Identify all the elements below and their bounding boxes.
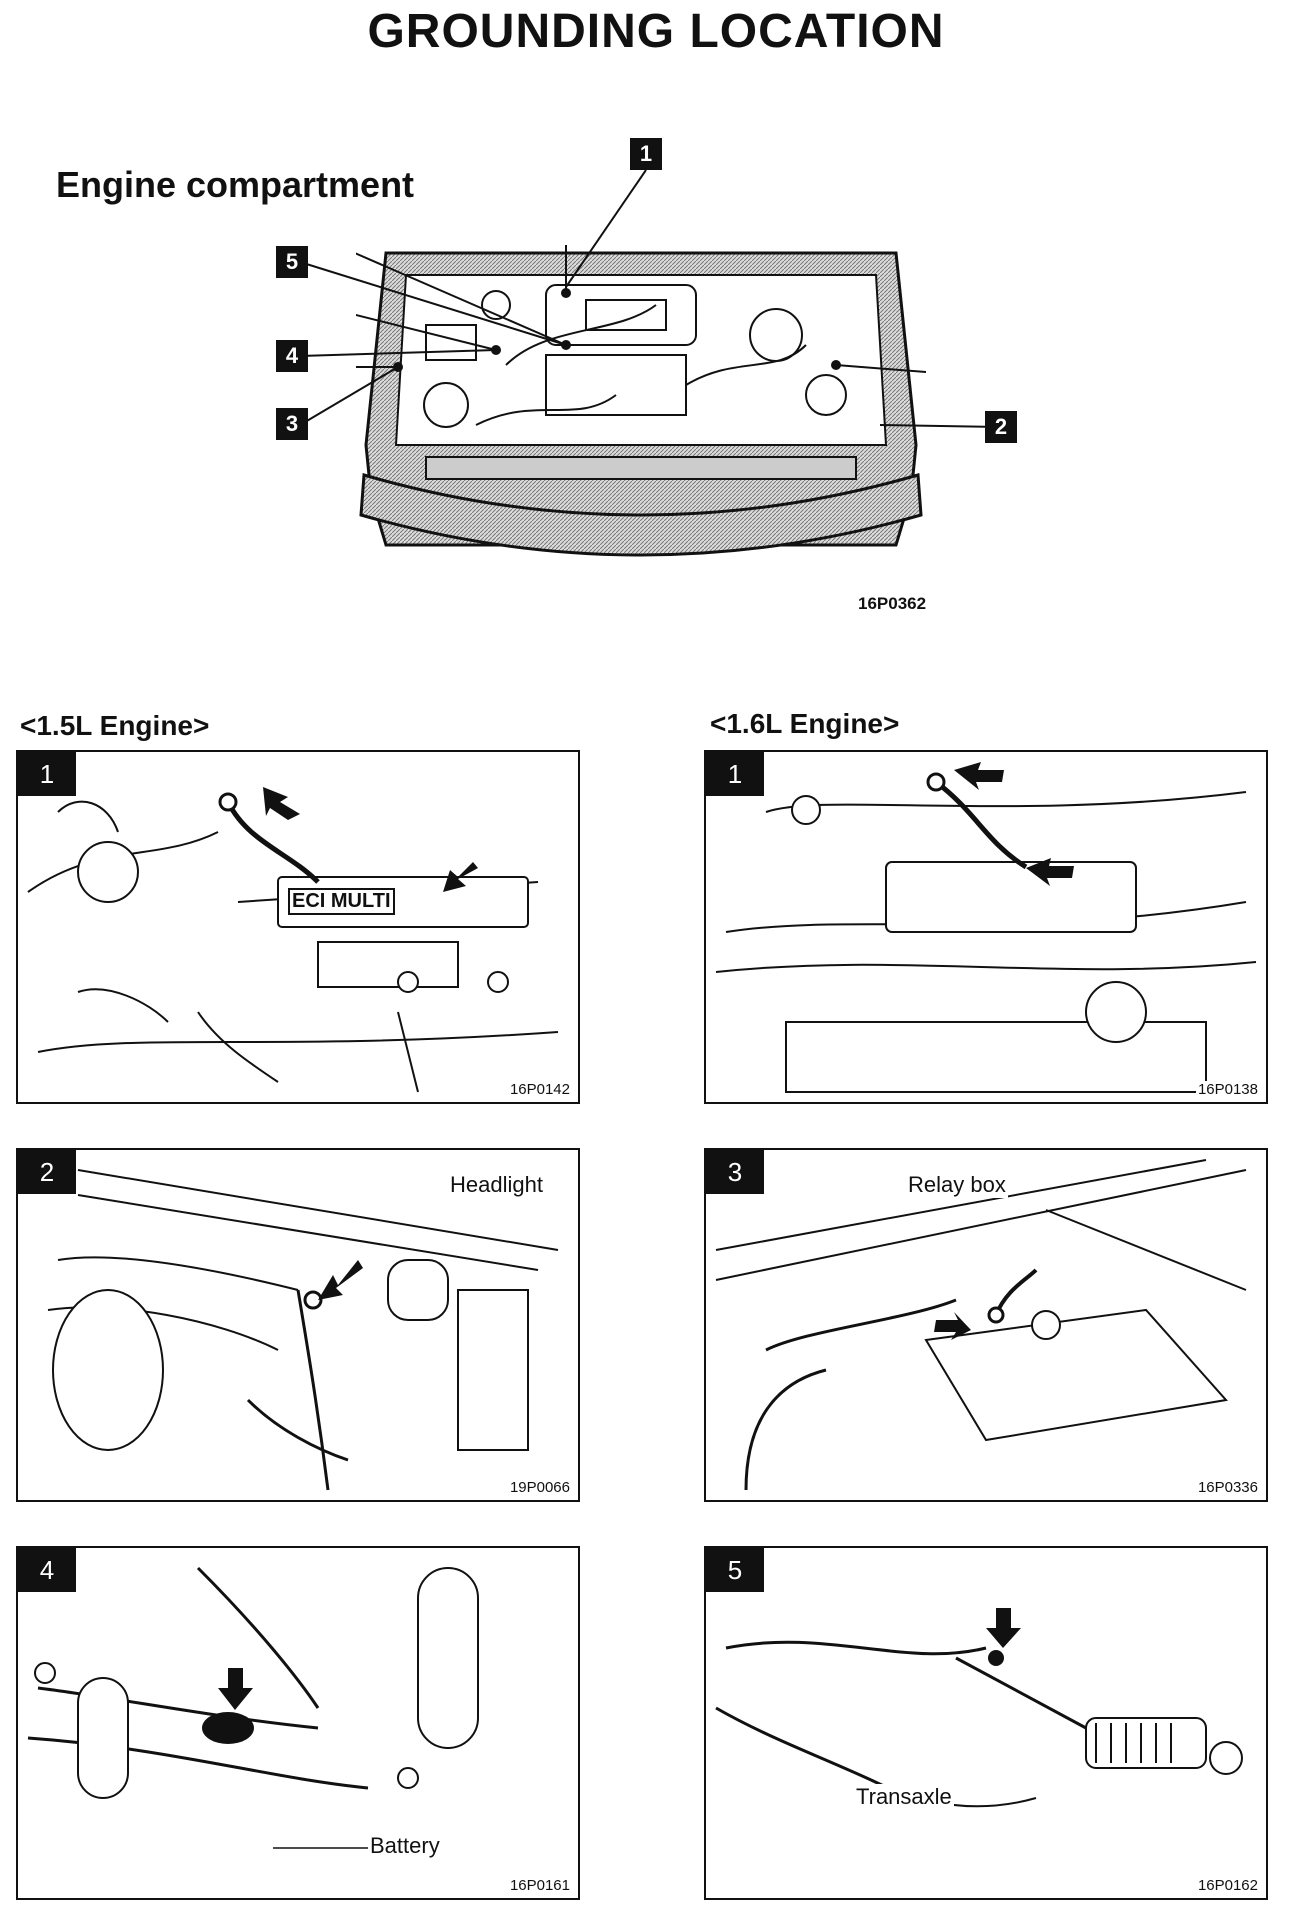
panel-figure-code: 16P0161 [507, 1877, 572, 1894]
panel-illustration [27, 787, 559, 1093]
panel-illustration [715, 1608, 1243, 1810]
battery-label: Battery [368, 1833, 442, 1859]
overview-callout-4: 4 [276, 340, 308, 372]
panel-figure-code: 16P0336 [1195, 1479, 1260, 1496]
panel-illustration [715, 762, 1257, 1093]
headlight-label: Headlight [448, 1172, 545, 1198]
overview-callout-1: 1 [630, 138, 662, 170]
panel-number-badge: 4 [18, 1548, 76, 1592]
panel-number-badge: 1 [706, 752, 764, 796]
detail-panel-3: Relay box 3 16P0336 [704, 1148, 1268, 1502]
detail-panel-4: Battery 4 16P0161 [16, 1546, 580, 1900]
section-label-1-6l: <1.6L Engine> [710, 708, 900, 739]
overview-callout-2: 2 [985, 411, 1017, 443]
page-title: GROUNDING LOCATION [367, 5, 945, 58]
section-heading-engine-compartment: Engine compartment [56, 164, 415, 205]
eci-multi-label: ECI MULTI [288, 888, 395, 915]
section-label-1-5l: <1.5L Engine> [20, 710, 210, 741]
relay-box-label: Relay box [906, 1172, 1008, 1198]
detail-panel-2: Headlight 2 19P0066 [16, 1148, 580, 1502]
overview-callout-5: 5 [276, 246, 308, 278]
panel-number-badge: 5 [706, 1548, 764, 1592]
detail-panel-1-1-6l: 1 16P0138 [704, 750, 1268, 1104]
panel-illustration [47, 1169, 559, 1491]
panel-number-badge: 2 [18, 1150, 76, 1194]
panel-figure-code: 16P0142 [507, 1081, 572, 1098]
panel-number-badge: 3 [706, 1150, 764, 1194]
panel-figure-code: 16P0138 [1195, 1081, 1260, 1098]
overview-figure-code: 16P0362 [858, 594, 927, 613]
panel-illustration [27, 1566, 479, 1849]
overview-leader-lines [299, 169, 1001, 428]
detail-panel-5: Transaxle 5 16P0162 [704, 1546, 1268, 1900]
panel-illustration [715, 1159, 1247, 1491]
panel-figure-code: 16P0162 [1195, 1877, 1260, 1894]
overview-callout-3: 3 [276, 408, 308, 440]
panel-figure-code: 19P0066 [507, 1479, 572, 1496]
transaxle-label: Transaxle [854, 1784, 954, 1810]
panel-number-badge: 1 [18, 752, 76, 796]
detail-panel-1-1-5l: ECI MULTI 1 16P0142 [16, 750, 580, 1104]
